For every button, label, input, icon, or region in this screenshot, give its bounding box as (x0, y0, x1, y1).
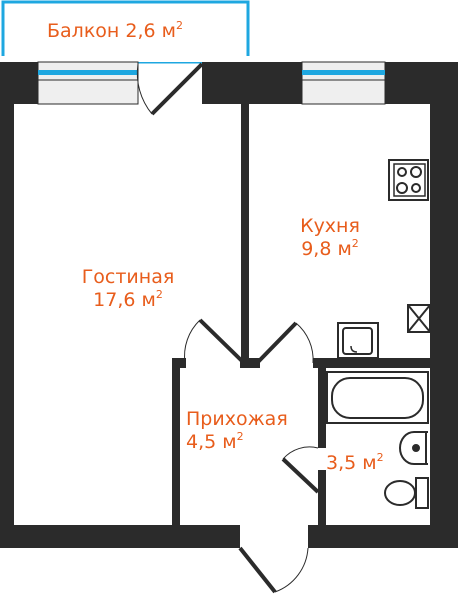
bathroom-label: 3,5 м2 (326, 452, 384, 475)
bathtub-icon (326, 371, 429, 424)
balcony-door (136, 62, 204, 116)
balcony-name: Балкон (47, 20, 120, 42)
entrance-door (238, 546, 309, 594)
balcony-area: 2,6 м (125, 20, 176, 42)
living-room-name: Гостиная (81, 266, 175, 288)
hallway-area: 4,5 м (186, 431, 237, 453)
living-room-area-exp: 2 (155, 288, 163, 301)
living-room-area: 17,6 м (93, 289, 156, 311)
walls (0, 62, 458, 548)
bathroom-door (281, 446, 320, 494)
living-door (184, 318, 245, 364)
hallway-area-exp: 2 (236, 430, 244, 443)
hallway-label: Прихожая 4,5 м2 (186, 408, 288, 454)
kitchen-name: Кухня (300, 215, 360, 237)
washbasin-icon (399, 431, 428, 465)
window-kitchen (301, 61, 386, 105)
kitchen-area: 9,8 м (301, 238, 352, 260)
living-room-label: Гостиная 17,6 м2 (58, 266, 198, 312)
bathroom-area-exp: 2 (376, 451, 384, 464)
kitchen-sink-icon (337, 322, 379, 359)
stove-icon (388, 159, 429, 201)
ventilation-shaft-icon (407, 304, 431, 333)
kitchen-area-exp: 2 (351, 237, 359, 250)
hallway-name: Прихожая (186, 408, 288, 430)
toilet-icon (384, 477, 429, 509)
bathroom-area: 3,5 м (326, 452, 377, 474)
balcony-label: Балкон 2,6 м2 (47, 20, 183, 43)
kitchen-door (256, 321, 314, 364)
kitchen-label: Кухня 9,8 м2 (280, 215, 380, 261)
balcony-area-exp: 2 (176, 19, 183, 32)
window-living (37, 61, 139, 105)
